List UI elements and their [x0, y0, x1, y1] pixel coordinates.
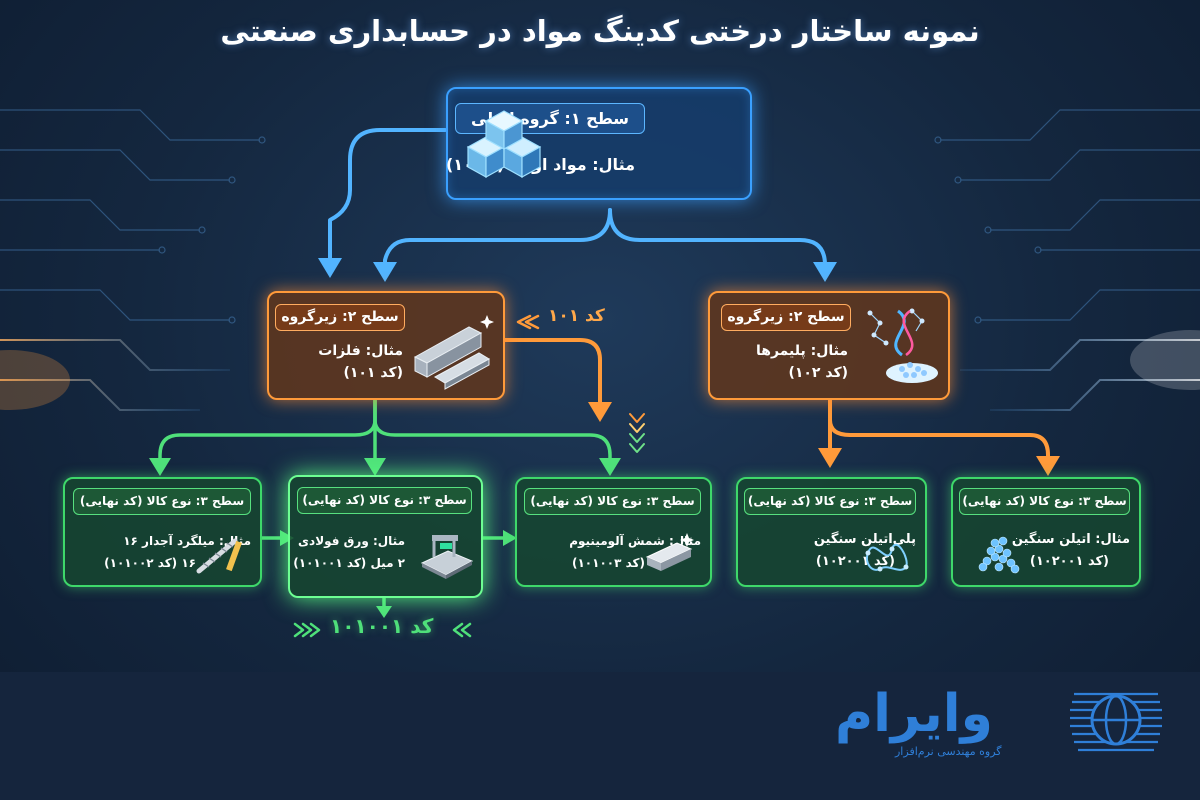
level2-polymers-example-line2: (کد ۱۰۲): [788, 365, 848, 381]
level3-example-line1: پلی‌اتیلن سنگین: [813, 532, 916, 547]
globe-logo-icon: [1070, 692, 1162, 752]
level3-node-rebar: سطح ۳: نوع کالا (کد نهایی) مثال: میلگرد …: [63, 477, 262, 587]
level2-metals-node: سطح ۲: زیرگروه مثال: فلزات (کد ۱۰۱): [267, 291, 505, 400]
level3-example-line2: ۲ میل (کد ۱۰۱۰۰۱): [293, 556, 405, 570]
level2-polymers-label: سطح ۲: زیرگروه: [721, 304, 851, 331]
level3-example-line2: (کد ۱۰۲۰۰۱): [1029, 554, 1109, 569]
level3-node-pellets: سطح ۳: نوع کالا (کد نهایی) مثال: اتیلن س…: [951, 477, 1141, 587]
level3-node-aluminum: سطح ۳: نوع کالا (کد نهایی) مثال: شمش آلو…: [515, 477, 712, 587]
level3-example-line1: مثال: ورق فولادی: [298, 534, 405, 548]
level3-example-line2: (کد ۱۰۲۰۰۱): [815, 554, 895, 569]
level3-node-steel-sheet: سطح ۳: نوع کالا (کد نهایی) مثال: ورق فول…: [288, 475, 483, 598]
rebar-icon: [196, 538, 242, 574]
level3-example-line1: مثال: میلگرد آجدار ۱۶: [123, 534, 251, 548]
pellets-icon: [978, 536, 1020, 574]
level3-label: سطح ۳: نوع کالا (کد نهایی): [744, 488, 916, 515]
level2-polymers-node: سطح ۲: زیرگروه مثال: پلیمرها (کد ۱۰۲): [708, 291, 950, 400]
steel-sheet-icon: [420, 535, 474, 579]
level2-metals-example-line1: مثال: فلزات: [318, 343, 403, 359]
level3-example-line2: (کد ۱۰۱۰۰۳): [571, 556, 645, 570]
code-tag-10100: کد ۱۰۱۰۰۱: [330, 614, 434, 638]
brand-name: وایرام: [835, 684, 994, 744]
level3-example-line1: مثال: اتیلن سنگین: [1011, 532, 1130, 547]
level3-example-line2: ۱۶ (کد ۱۰۱۰۰۲): [104, 556, 196, 570]
level3-label: سطح ۳: نوع کالا (کد نهایی): [297, 487, 472, 514]
level3-label: سطح ۳: نوع کالا (کد نهایی): [959, 488, 1130, 515]
brand-subtitle: گروه مهندسی نرم‌افزار: [895, 745, 1002, 758]
cubes-icon: [466, 110, 542, 179]
level2-metals-example-line2: (کد ۱۰۱): [343, 365, 403, 381]
level3-label: سطح ۳: نوع کالا (کد نهایی): [73, 488, 251, 515]
aluminum-ingot-icon: [645, 533, 694, 571]
polyethylene-icon: [865, 543, 909, 572]
level2-polymers-example-line1: مثال: پلیمرها: [755, 343, 848, 359]
steel-beams-icon: [413, 315, 494, 390]
level1-node: سطح ۱: گروه اصلی مثال: مواد اولیه (کد ۱۰…: [446, 87, 752, 200]
level2-metals-label: سطح ۲: زیرگروه: [275, 304, 405, 331]
level3-label: سطح ۳: نوع کالا (کد نهایی): [524, 488, 701, 515]
page-title: نمونه ساختار درختی کدینگ مواد در حسابدار…: [220, 14, 980, 48]
level3-example-line1: مثال: شمش آلومینیوم: [569, 534, 701, 548]
footer-band: [0, 672, 1200, 800]
level3-node-polyethylene: سطح ۳: نوع کالا (کد نهایی) پلی‌اتیلن سنگ…: [736, 477, 927, 587]
code-tag-101: کد ۱۰۱: [548, 306, 605, 326]
polymer-molecule-icon: [867, 308, 938, 383]
